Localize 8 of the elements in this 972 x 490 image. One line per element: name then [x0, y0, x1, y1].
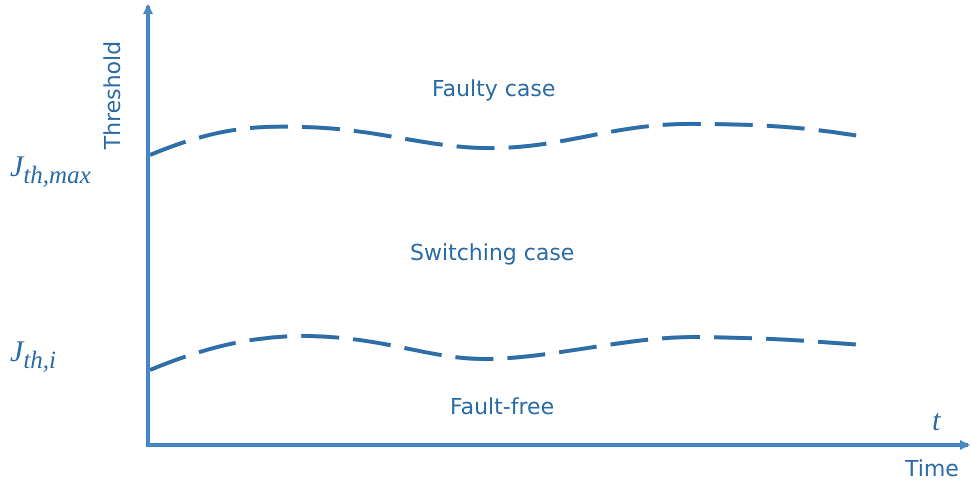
axis-title: Threshold	[102, 40, 126, 150]
threshold-label: J$_{th,max}$	[10, 150, 91, 190]
axis-variable: t	[932, 404, 940, 437]
threshold-label: J$_{th,i}$	[10, 335, 56, 374]
region-label: Faulty case	[432, 78, 556, 102]
region-label: Fault-free	[450, 396, 554, 420]
region-label: Switching case	[410, 242, 574, 266]
axis-title: Time	[905, 458, 959, 482]
